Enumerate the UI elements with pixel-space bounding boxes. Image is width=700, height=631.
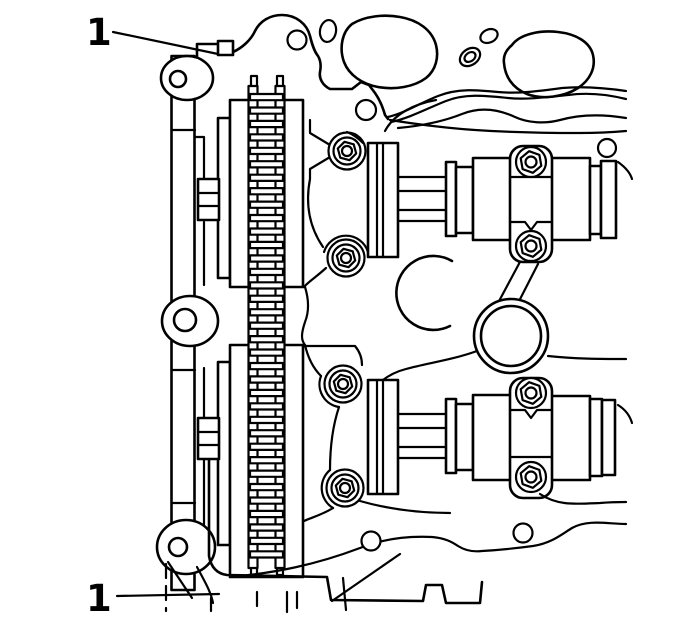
bearing-cap-bolt [514, 460, 548, 494]
cam-end [600, 398, 617, 477]
cam-flange [588, 164, 603, 236]
bolt-hole [286, 29, 308, 51]
bearing-cap-bolt [514, 229, 548, 263]
bolt-hole [512, 522, 534, 544]
timing-chain-rungs [248, 92, 285, 559]
bearing-cap-bolt [514, 376, 548, 410]
bolt [325, 468, 365, 508]
casting-edge-wave [388, 118, 628, 135]
casting-hole [479, 27, 499, 45]
bearing-cap-bolt [514, 145, 548, 179]
camshaft-lower [366, 376, 634, 500]
casting-opening [340, 14, 439, 90]
actuator-center-bolt [196, 416, 221, 461]
bolt-hole [360, 530, 382, 552]
casting-hole-inner [463, 50, 477, 64]
cam-flange [588, 397, 604, 478]
actuator-center-bolt [196, 177, 221, 222]
cam-flange [444, 397, 458, 475]
leader-line-top [111, 30, 220, 56]
front-mounting-flange [155, 39, 235, 613]
leader-line-bottom [115, 592, 221, 598]
cam-lobe [454, 165, 475, 235]
bolt-hole [596, 137, 618, 159]
casting-edge-wave [389, 92, 628, 124]
head-top-casting [195, 13, 628, 135]
casting-edge-wave [538, 492, 628, 505]
bolt [326, 238, 366, 278]
bolt [327, 131, 367, 171]
cam-journal [471, 156, 514, 242]
camshaft-upper [345, 130, 634, 264]
flange-bolt-hole [172, 307, 198, 333]
casting-arc [395, 254, 454, 332]
callout-label-top: 1 [86, 11, 112, 54]
casting-edge-wave [396, 108, 628, 130]
flange-lobe [160, 294, 220, 348]
bore-opening-inner [479, 304, 543, 368]
bolt [323, 364, 363, 404]
cam-lobe [454, 402, 475, 472]
cam-flange [444, 160, 458, 238]
flange-bolt-hole [168, 69, 188, 89]
bolt-hole [354, 98, 378, 122]
head-bottom-casting [207, 458, 628, 614]
bore-opening [472, 297, 550, 375]
chain-side-bolts [300, 118, 370, 523]
head-mid-casting [374, 254, 628, 388]
casting-hole [318, 18, 338, 44]
cam-journal [548, 394, 592, 482]
flange-bolt-hole [167, 536, 189, 558]
callouts: 1 1 [86, 11, 221, 620]
cam-end [599, 159, 618, 240]
callout-label-bottom: 1 [86, 577, 112, 620]
cam-journal [471, 393, 514, 482]
casting-edge-wave [358, 499, 452, 515]
casting-hole [458, 46, 482, 68]
flange-top-tab [216, 39, 235, 57]
timing-chain [247, 74, 286, 577]
cam-journal [548, 156, 592, 242]
casting-edge-wave [228, 521, 628, 579]
